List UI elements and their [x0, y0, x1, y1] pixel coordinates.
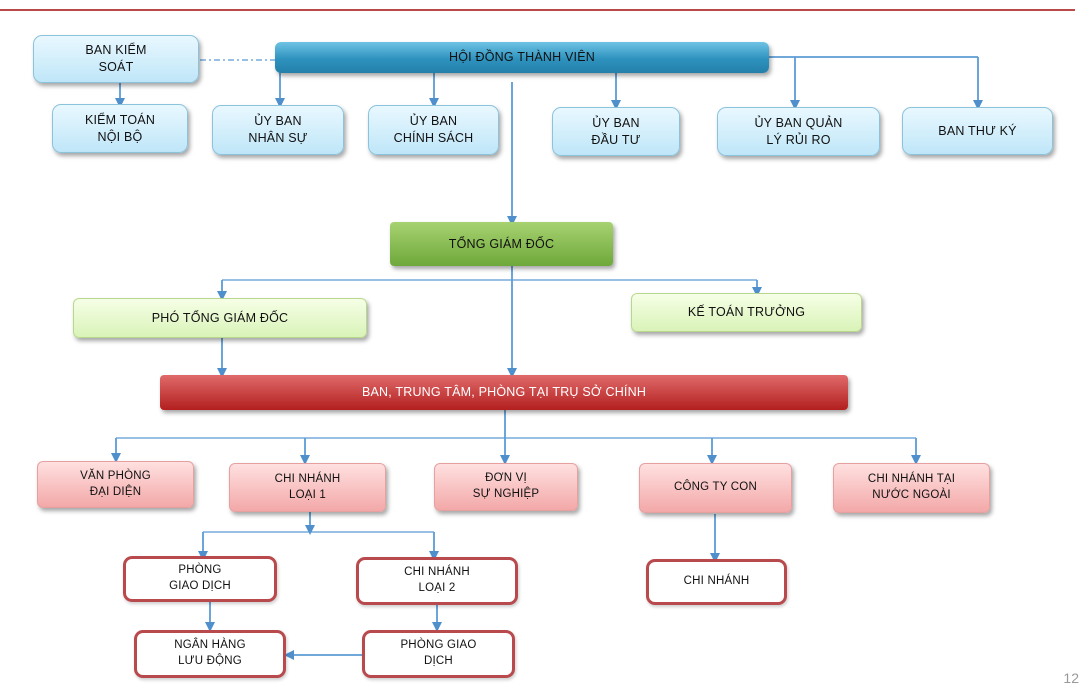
- top-divider-line: [0, 9, 1075, 11]
- ngan-hang-luu-dong-label: NGÂN HÀNG LƯU ĐỘNG: [174, 639, 246, 667]
- kiem-toan-noi-bo-label: KIỂM TOÁN NỘI BỘ: [84, 112, 156, 144]
- pho-tong-giam-doc-label: PHÓ TỔNG GIÁM ĐỐC: [151, 310, 289, 325]
- chi-nhanh-label: CHI NHÁNH: [683, 575, 750, 588]
- uy-ban-nhan-su-box: ỦY BAN NHÂN SỰ: [212, 105, 344, 155]
- don-vi-su-nghiep-label: ĐƠN VỊ SỰ NGHIỆP: [472, 472, 540, 500]
- ke-toan-truong-label: KẾ TOÁN TRƯỞNG: [687, 305, 806, 320]
- ban-kiem-soat-box: BAN KIỂM SOÁT: [33, 35, 199, 83]
- tong-giam-doc-box: TỔNG GIÁM ĐỐC: [390, 222, 613, 266]
- cong-ty-con-label: CÔNG TY CON: [674, 481, 757, 494]
- chi-nhanh-box: CHI NHÁNH: [646, 559, 787, 605]
- phong-giao-dich-label: PHÒNG GIAO DỊCH: [169, 564, 231, 592]
- pho-tong-giam-doc-box: PHÓ TỔNG GIÁM ĐỐC: [73, 298, 367, 338]
- phong-giao-dich-box: PHÒNG GIAO DỊCH: [123, 556, 277, 602]
- hoi-dong-thanh-vien-label: HỘI ĐỒNG THÀNH VIÊN: [449, 50, 595, 65]
- van-phong-dai-dien-box: VĂN PHÒNG ĐẠI DIỆN: [37, 461, 194, 508]
- ngan-hang-luu-dong-box: NGÂN HÀNG LƯU ĐỘNG: [134, 630, 286, 678]
- uy-ban-dau-tu-box: ỦY BAN ĐẦU TƯ: [552, 107, 680, 156]
- page-number: 12: [1063, 670, 1079, 686]
- tong-giam-doc-label: TỔNG GIÁM ĐỐC: [448, 236, 555, 251]
- uy-ban-quan-ly-rui-ro-box: ỦY BAN QUẢN LÝ RỦI RO: [717, 107, 880, 156]
- uy-ban-quan-ly-rui-ro-label: ỦY BAN QUẢN LÝ RỦI RO: [754, 115, 843, 147]
- chi-nhanh-loai-1-box: CHI NHÁNH LOẠI 1: [229, 463, 386, 512]
- chi-nhanh-nuoc-ngoai-box: CHI NHÁNH TẠI NƯỚC NGOÀI: [833, 463, 990, 513]
- ban-trung-tam-box: BAN, TRUNG TÂM, PHÒNG TẠI TRỤ SỞ CHÍNH: [160, 375, 848, 410]
- chi-nhanh-loai-2-box: CHI NHÁNH LOẠI 2: [356, 557, 518, 605]
- uy-ban-chinh-sach-box: ỦY BAN CHÍNH SÁCH: [368, 105, 499, 155]
- van-phong-dai-dien-label: VĂN PHÒNG ĐẠI DIỆN: [80, 469, 151, 498]
- phong-giao-dich-2-box: PHÒNG GIAO DỊCH: [362, 630, 515, 678]
- don-vi-su-nghiep-box: ĐƠN VỊ SỰ NGHIỆP: [434, 463, 578, 511]
- cong-ty-con-box: CÔNG TY CON: [639, 463, 792, 513]
- uy-ban-nhan-su-label: ỦY BAN NHÂN SỰ: [248, 114, 308, 145]
- ban-kiem-soat-label: BAN KIỂM SOÁT: [85, 43, 147, 74]
- chi-nhanh-nuoc-ngoai-label: CHI NHÁNH TẠI NƯỚC NGOÀI: [867, 473, 956, 501]
- kiem-toan-noi-bo-box: KIỂM TOÁN NỘI BỘ: [52, 104, 188, 153]
- phong-giao-dich-2-label: PHÒNG GIAO DỊCH: [400, 639, 477, 667]
- ban-trung-tam-label: BAN, TRUNG TÂM, PHÒNG TẠI TRỤ SỞ CHÍNH: [361, 385, 647, 400]
- ban-thu-ky-box: BAN THƯ KÝ: [902, 107, 1053, 155]
- chi-nhanh-loai-1-label: CHI NHÁNH LOẠI 1: [274, 472, 341, 501]
- ke-toan-truong-box: KẾ TOÁN TRƯỞNG: [631, 293, 862, 332]
- chi-nhanh-loai-2-label: CHI NHÁNH LOẠI 2: [404, 566, 470, 594]
- uy-ban-chinh-sach-label: ỦY BAN CHÍNH SÁCH: [393, 114, 474, 145]
- ban-thu-ky-label: BAN THƯ KÝ: [938, 123, 1017, 138]
- uy-ban-dau-tu-label: ỦY BAN ĐẦU TƯ: [591, 115, 641, 147]
- hoi-dong-thanh-vien-box: HỘI ĐỒNG THÀNH VIÊN: [275, 42, 769, 73]
